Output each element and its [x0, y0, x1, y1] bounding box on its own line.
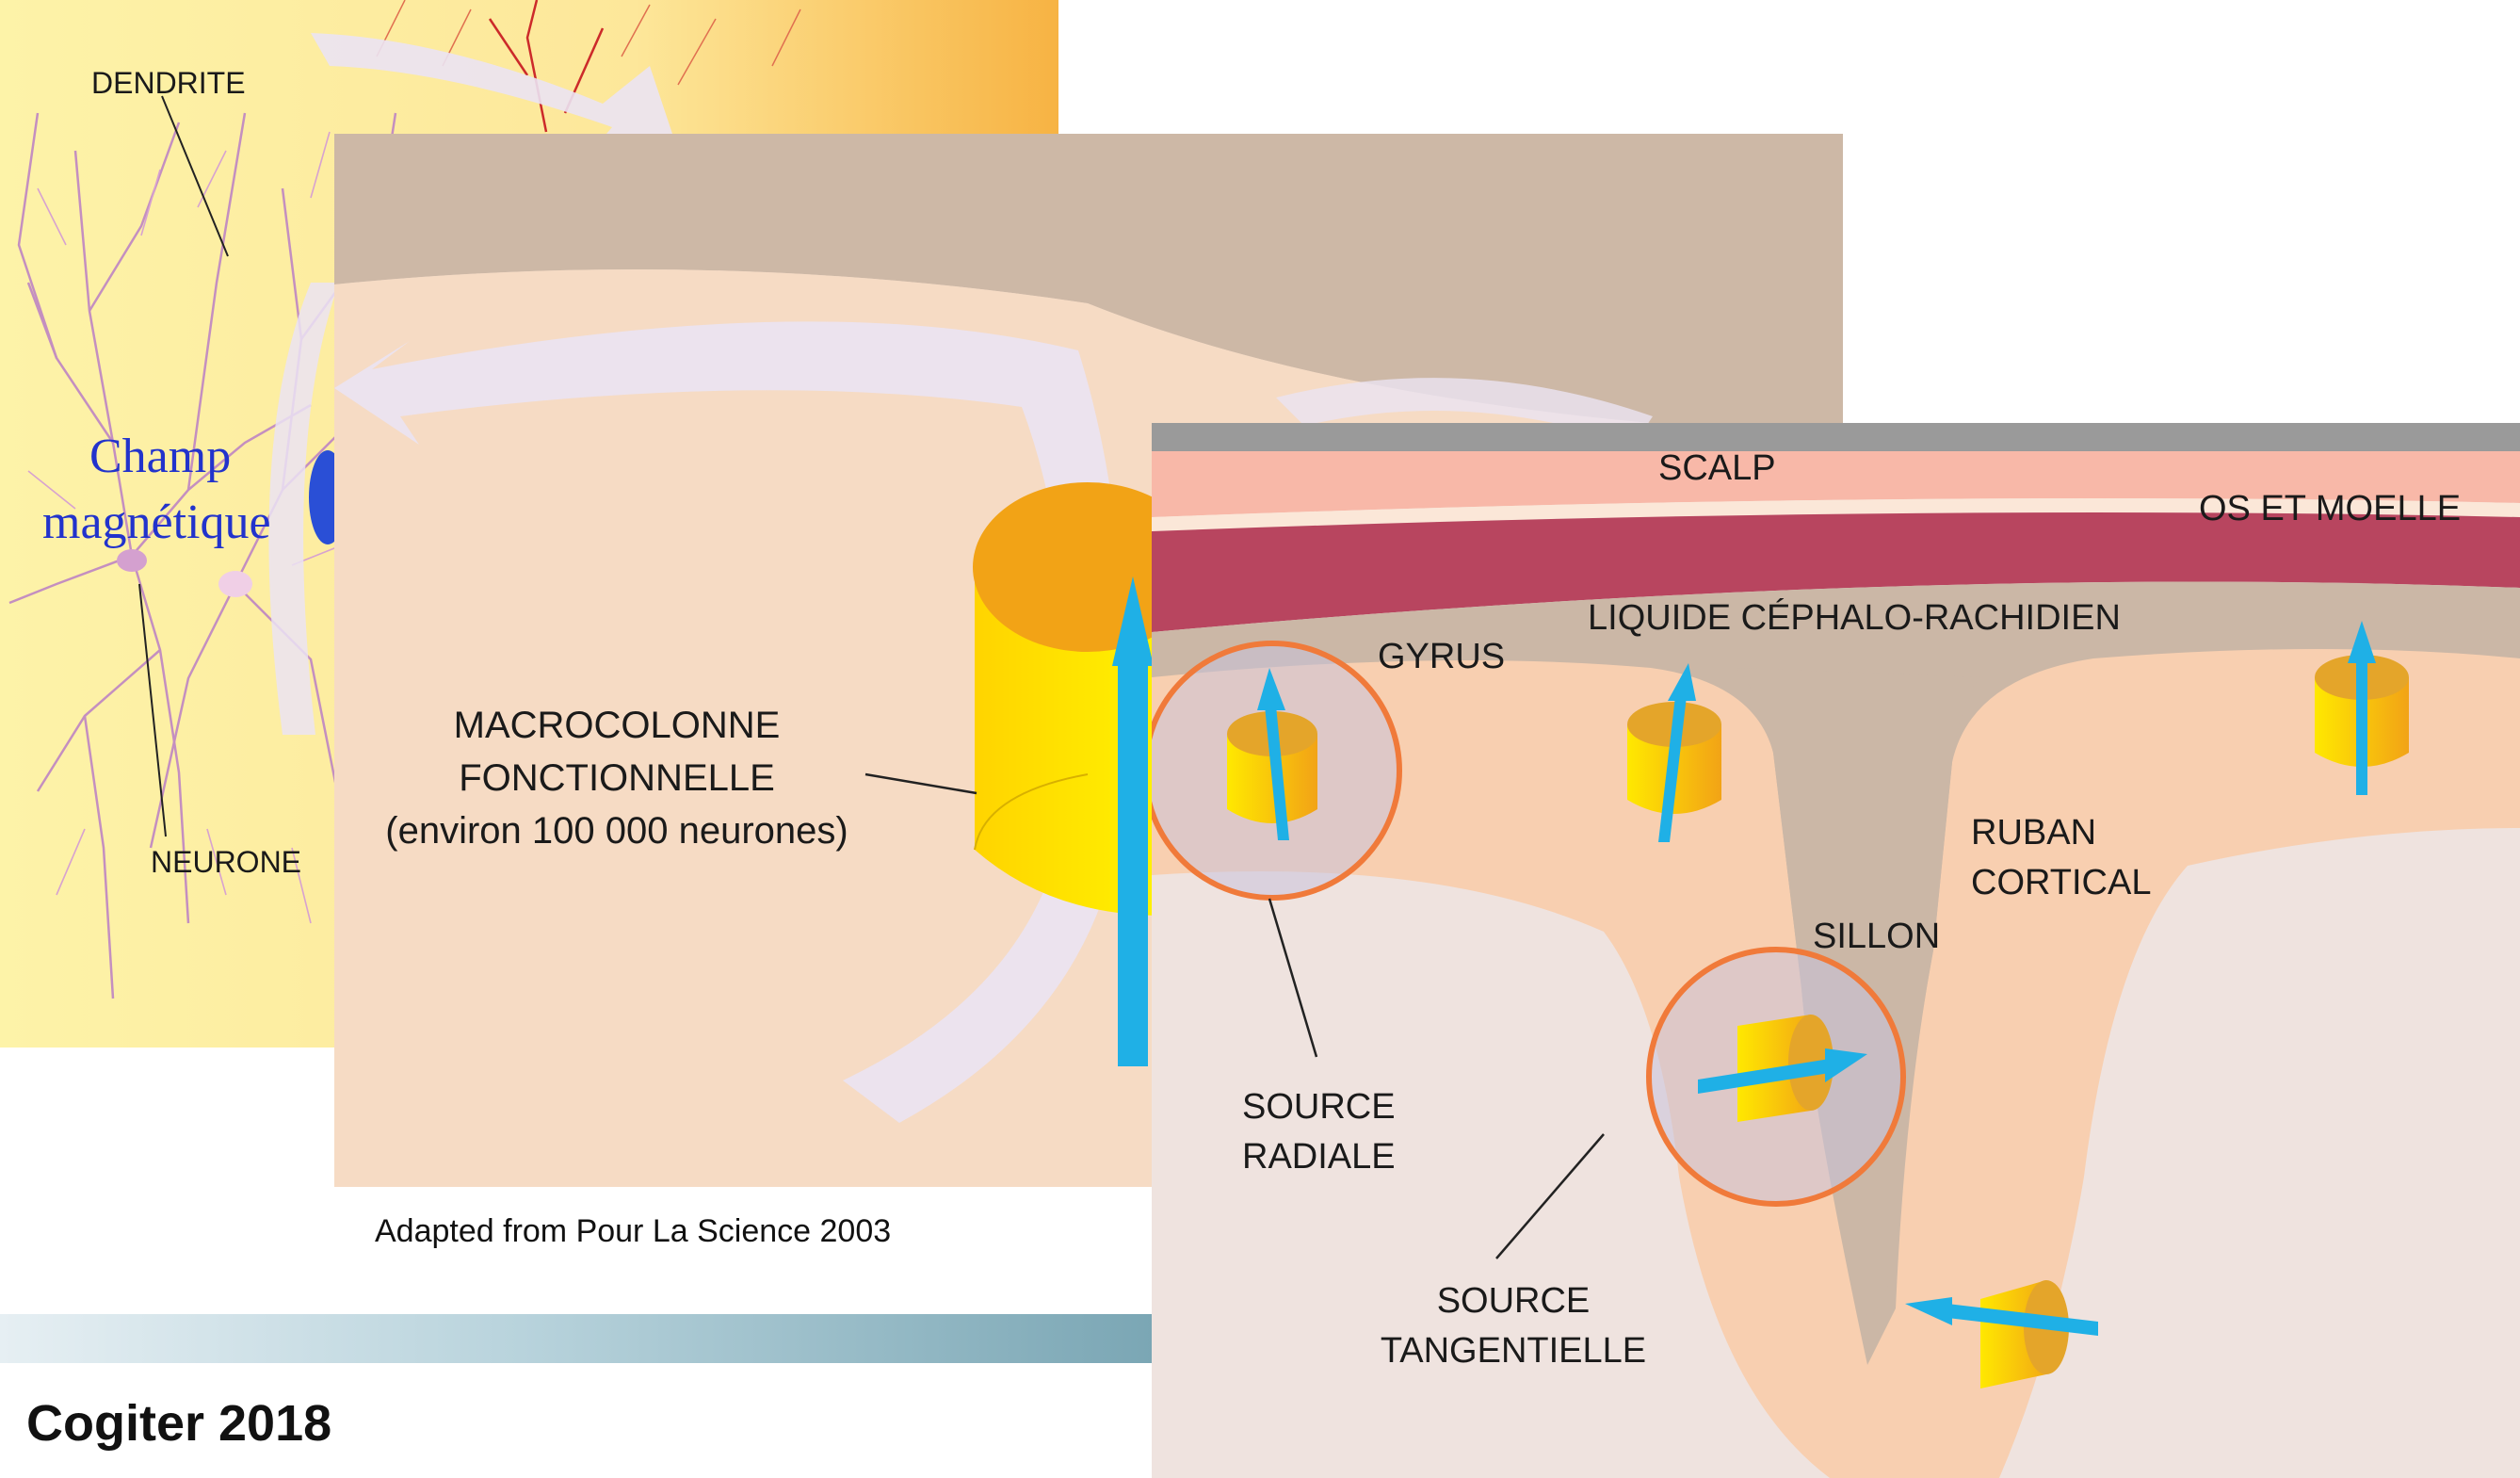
sillon-label: SILLON	[1813, 915, 1940, 960]
dendrite-label: DENDRITE	[91, 64, 246, 102]
source-tangentielle-label: SOURCE TANGENTIELLE	[1340, 1276, 1687, 1376]
champ-label-line2: magnétique	[42, 495, 271, 551]
gyrus-label: GYRUS	[1378, 635, 1505, 680]
neuron-soma-2	[218, 571, 252, 597]
macrocolumn-label: MACROCOLONNE FONCTIONNELLE (environ 100 …	[372, 699, 862, 857]
cortex-panel: SCALP OS ET MOELLE LIQUIDE CÉPHALO-RACHI…	[1152, 423, 2520, 1478]
lcr-label: LIQUIDE CÉPHALO-RACHIDIEN	[1588, 596, 2121, 642]
neurone-label: NEURONE	[151, 843, 301, 881]
source-radiale-label: SOURCE RADIALE	[1242, 1082, 1396, 1182]
os-et-moelle-label: OS ET MOELLE	[2199, 487, 2461, 532]
footer-title: Cogiter 2018	[26, 1394, 331, 1453]
top-edge	[1152, 423, 2520, 451]
ruban-cortical-label: RUBAN CORTICAL	[1971, 808, 2151, 908]
footer-gradient-bar	[0, 1314, 1158, 1363]
scalp-label: SCALP	[1658, 447, 1776, 492]
neuron-soma-1	[117, 549, 147, 572]
champ-label-line1: Champ	[89, 429, 231, 485]
macrocolumn-arrow	[1118, 661, 1148, 1066]
source-caption: Adapted from Pour La Science 2003	[375, 1213, 891, 1250]
